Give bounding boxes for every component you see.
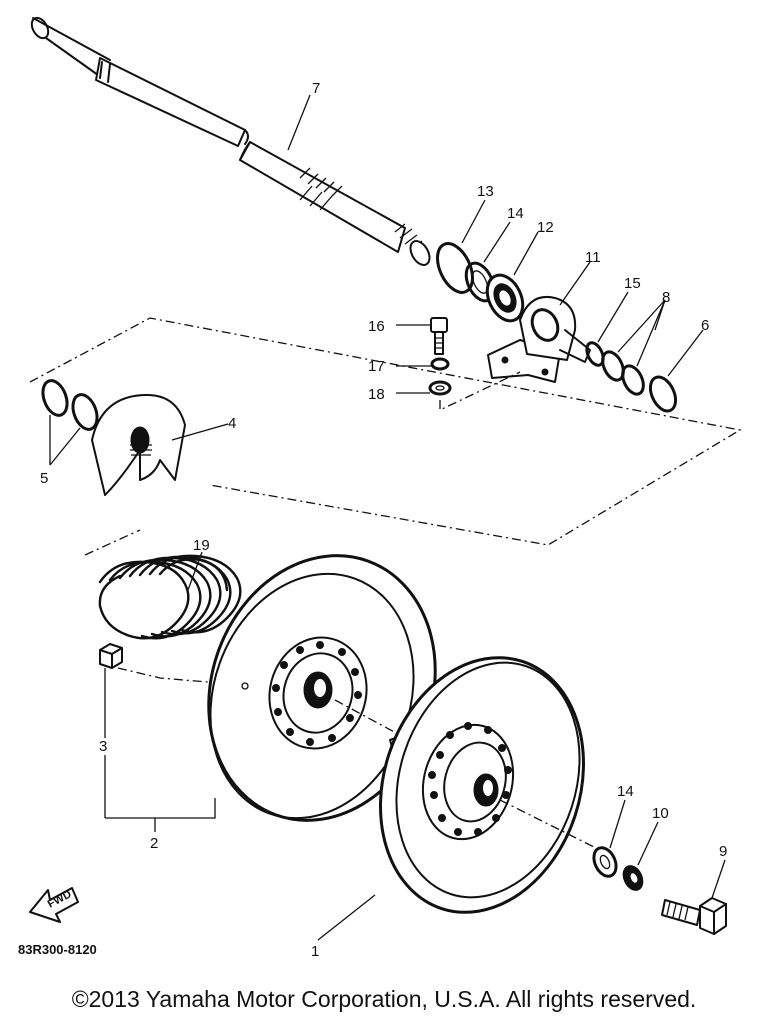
washers-part-8 [601,299,666,396]
shaft-part-7 [30,16,431,266]
bolt-part-16 [396,317,448,355]
label-part-8: 8 [662,289,670,306]
label-part-12: 12 [537,219,554,236]
label-part-11: 11 [585,249,601,266]
label-part-19: 19 [193,537,210,554]
cam-part-4 [91,394,229,496]
label-part-16: 16 [368,318,385,335]
diagram-reference-code: 83R300-8120 [18,942,97,957]
exploded-parts-diagram: FWD 7 13 14 12 11 15 8 6 16 17 18 4 5 19… [18,16,742,960]
washer-part-14-bottom [592,799,626,878]
label-part-14-bottom: 14 [617,783,634,800]
copyright-notice: ©2013 Yamaha Motor Corporation, U.S.A. A… [71,986,697,1012]
washer-part-18 [396,380,452,396]
label-part-9: 9 [719,843,727,860]
label-part-3: 3 [99,738,107,755]
bracket-part-2 [105,798,216,832]
bolt-location-line [439,371,521,412]
label-part-14-top: 14 [507,205,524,222]
movable-sheave [207,554,437,822]
bearing-housing-part-11 [487,261,591,383]
lockwasher-part-17 [396,357,450,371]
label-part-2: 2 [150,835,158,852]
label-part-10: 10 [652,805,669,822]
label-part-6: 6 [701,317,709,334]
fwd-arrow-icon: FWD [29,887,79,923]
circlip-part-13 [436,199,486,294]
label-part-17: 17 [368,358,385,375]
spacer-part-15 [585,291,629,367]
label-part-1: 1 [311,943,319,960]
label-part-7: 7 [312,80,320,97]
label-part-18: 18 [368,386,385,403]
circlip-part-6 [648,329,704,413]
label-part-13: 13 [477,183,494,200]
clips-part-5 [41,379,99,466]
spring-part-19 [98,551,242,640]
label-part-4: 4 [228,415,236,432]
assembly-outline-middle [84,529,141,556]
label-part-5: 5 [40,470,48,487]
bolt-part-9 [661,859,727,935]
assembly-axis [334,699,601,851]
label-part-15: 15 [624,275,641,292]
assembly-outline-upper [29,317,742,546]
weight-part-3 [99,643,123,818]
bearing-part-12 [485,231,539,323]
fixed-sheave-part-1 [317,656,585,941]
washer-part-10 [622,821,659,891]
